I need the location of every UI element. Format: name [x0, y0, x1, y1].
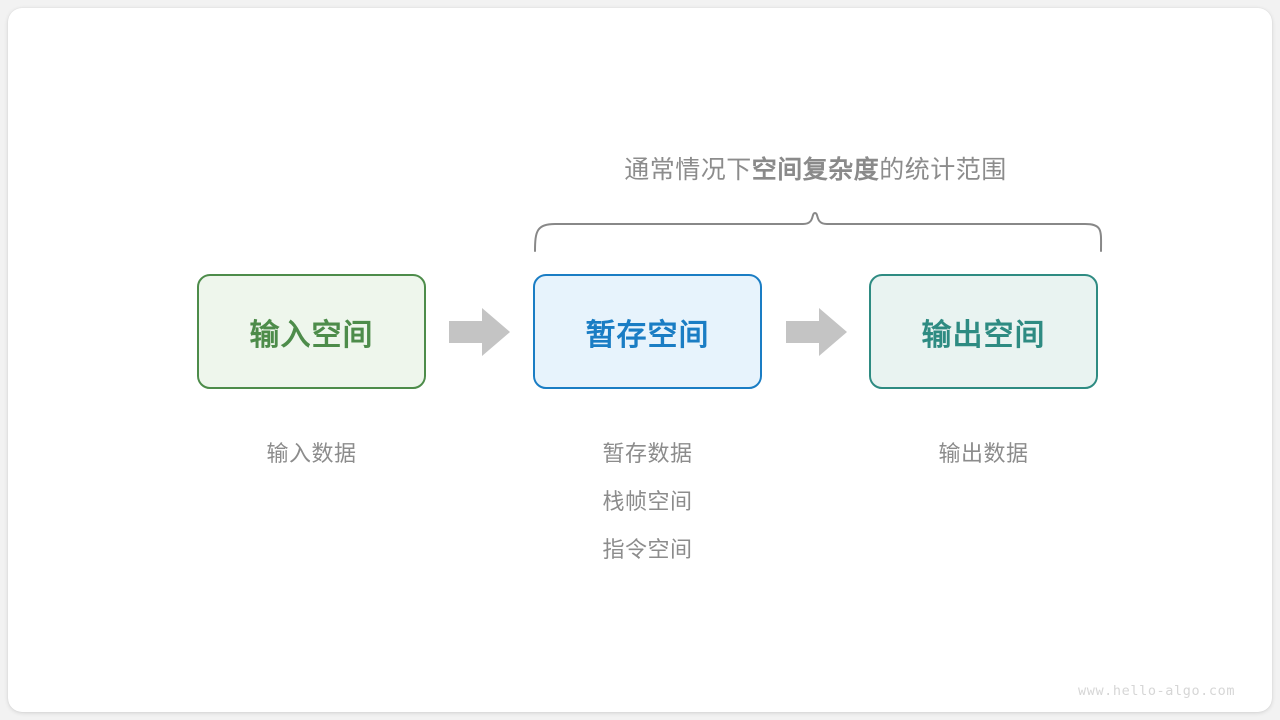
box-output-space-label: 输出空间 — [921, 318, 1046, 352]
caption-item: 输出数据 — [938, 441, 1029, 466]
brace-caption-suffix: 的统计范围 — [879, 156, 1007, 184]
brace-caption: 通常情况下空间复杂度的统计范围 — [533, 151, 1098, 189]
box-input-space-label: 输入空间 — [249, 318, 374, 352]
curly-brace-icon — [534, 211, 1103, 252]
right-arrow-icon — [786, 308, 847, 356]
caption-input-column: 输入数据 — [197, 430, 426, 478]
caption-item: 指令空间 — [602, 537, 693, 562]
caption-item: 暂存数据 — [602, 441, 693, 466]
caption-item: 栈帧空间 — [602, 489, 693, 514]
box-temp-space[interactable]: 暂存空间 — [533, 274, 762, 389]
watermark: www.hello-algo.com — [1078, 683, 1236, 699]
caption-temp-column: 暂存数据 栈帧空间 指令空间 — [533, 430, 762, 574]
right-arrow-icon — [449, 308, 510, 356]
brace-caption-strong: 空间复杂度 — [751, 156, 880, 184]
brace-caption-prefix: 通常情况下 — [624, 156, 752, 184]
caption-output-column: 输出数据 — [869, 430, 1098, 478]
diagram-card: 通常情况下空间复杂度的统计范围 输入空间 暂存空间 输出空间 输入数据 暂存数据 — [8, 8, 1272, 712]
box-output-space[interactable]: 输出空间 — [869, 274, 1098, 389]
box-input-space[interactable]: 输入空间 — [197, 274, 426, 389]
box-temp-space-label: 暂存空间 — [585, 318, 710, 352]
caption-item: 输入数据 — [266, 441, 357, 466]
